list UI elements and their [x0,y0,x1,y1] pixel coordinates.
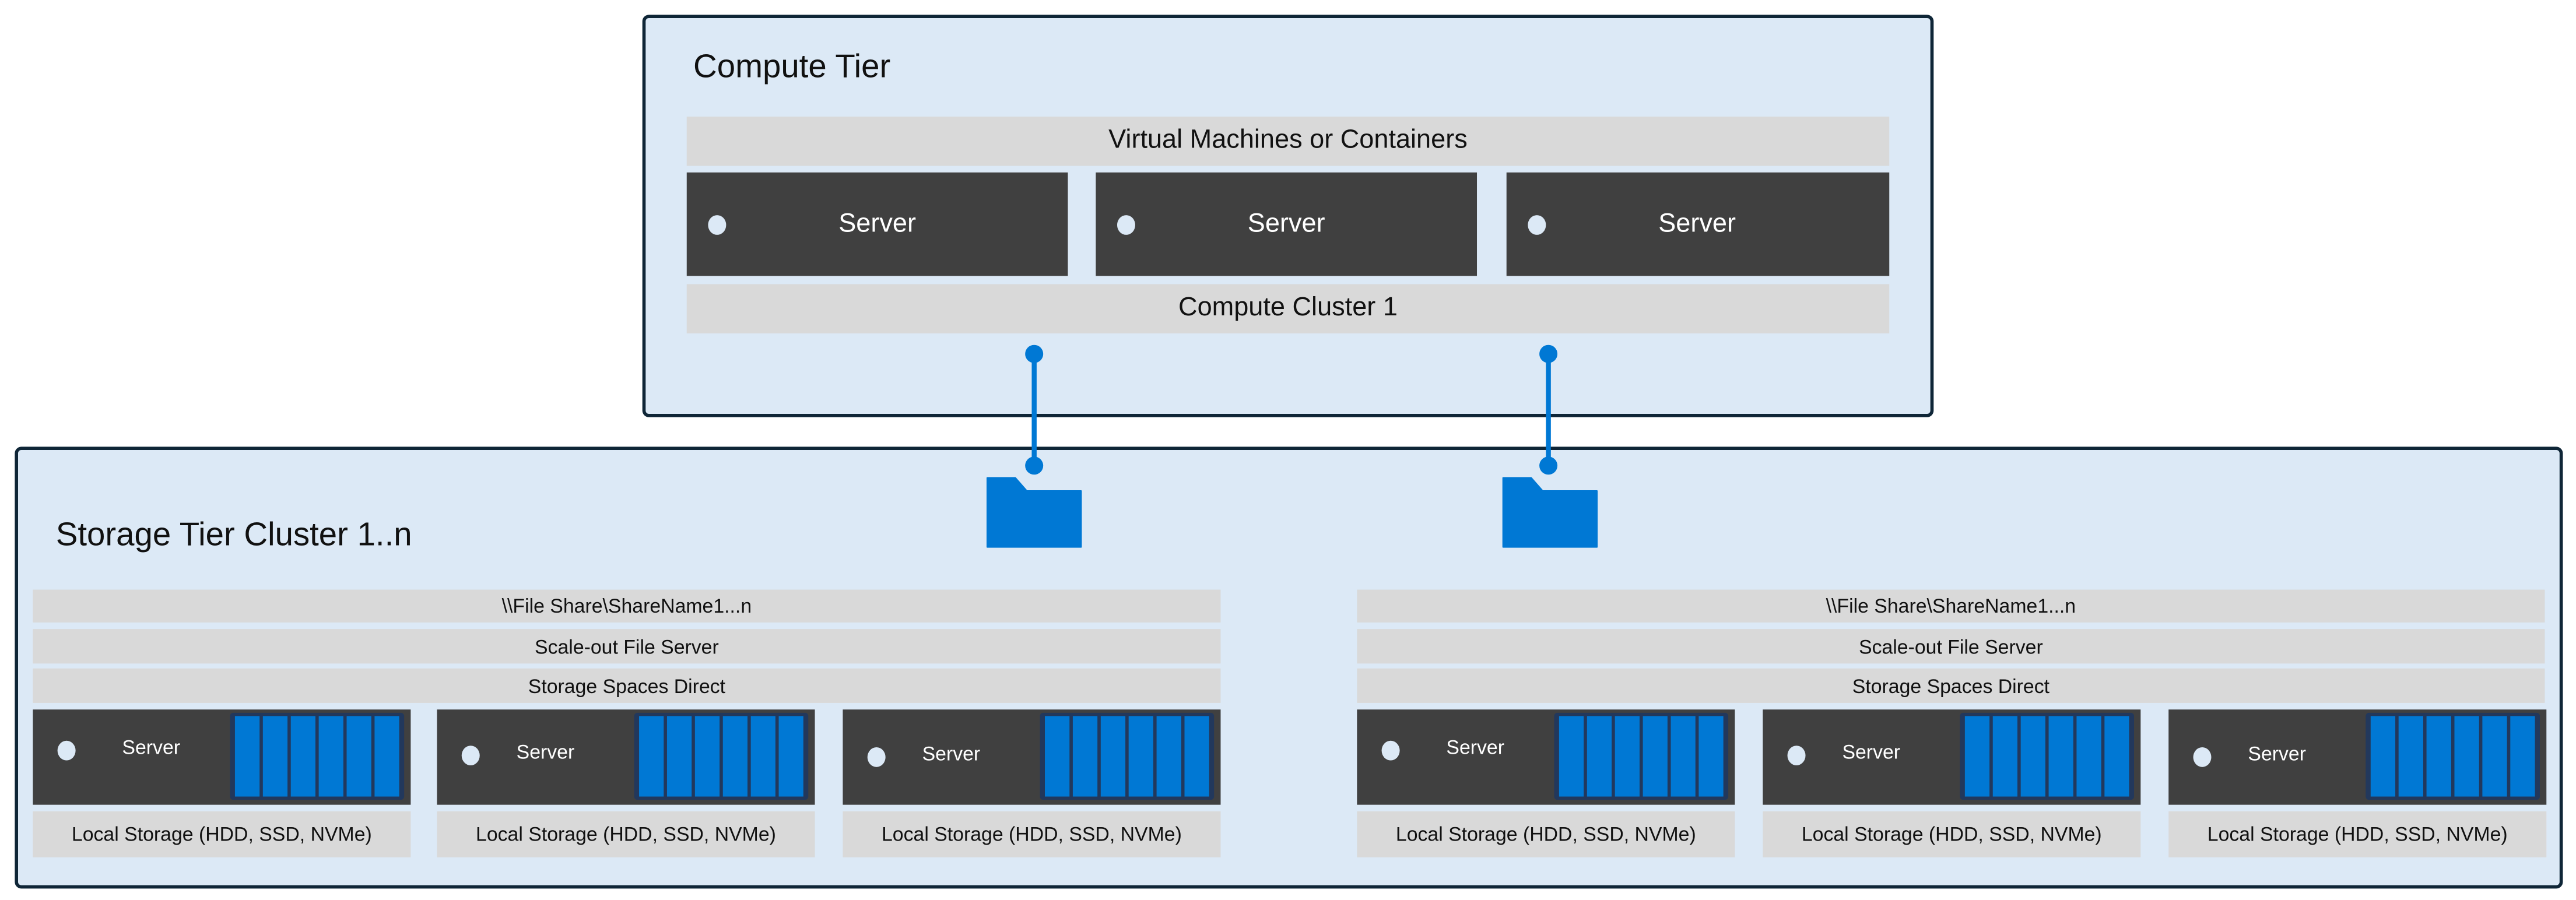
drive-bay-icon [1960,712,2135,800]
storage-server: Server [2168,709,2547,805]
server-label: Server [1658,210,1736,238]
file-share-bar: \\File Share\ShareName1...n [1357,589,2545,623]
drive-bay-icon [1554,712,1729,800]
storage-server: Server [843,709,1221,805]
drive-slot [2370,716,2396,797]
drive-slot [2104,716,2129,797]
folder-icon [986,477,1082,548]
drive-slot [1184,716,1209,797]
drive-slot [722,716,748,797]
drive-slot [2020,716,2045,797]
drive-slot [262,716,288,797]
drive-slot [2510,716,2535,797]
status-light-icon [461,746,480,766]
drive-slot [666,716,692,797]
connector-endpoint [1539,456,1558,475]
local-storage-bar: Local Storage (HDD, SSD, NVMe) [1763,811,2141,857]
local-storage-bar: Local Storage (HDD, SSD, NVMe) [1357,811,1735,857]
status-light-icon [708,215,727,235]
server-label: Server [922,742,981,766]
drive-slot [2076,716,2101,797]
storage-spaces-direct-bar: Storage Spaces Direct [1357,668,2545,703]
connector-line [1031,354,1037,470]
drive-slot [346,716,371,797]
server-label: Server [2248,742,2306,766]
drive-slot [234,716,260,797]
scale-out-file-server-bar: Scale-out File Server [1357,629,2545,664]
storage-server: Server [33,709,411,805]
server-label: Server [1446,736,1504,759]
drive-slot [1587,716,1612,797]
drive-slot [2048,716,2073,797]
drive-slot [1643,716,1668,797]
connector-endpoint [1539,344,1558,363]
drive-slot [1100,716,1126,797]
connector-endpoint [1025,344,1044,363]
drive-slot [1698,716,1724,797]
drive-slot [2454,716,2479,797]
status-light-icon [1117,215,1135,235]
connector-line [1546,354,1551,470]
drive-bay-icon [1040,712,1215,800]
connector-endpoint [1025,456,1044,475]
drive-slot [2398,716,2423,797]
local-storage-bar: Local Storage (HDD, SSD, NVMe) [437,811,815,857]
server-label: Server [516,740,575,764]
compute-server: Server [1096,172,1477,276]
compute-server: Server [686,172,1068,276]
status-light-icon [1787,746,1806,766]
drive-slot [1615,716,1640,797]
storage-tier-title: Storage Tier Cluster 1..n [55,517,412,554]
server-label: Server [838,210,916,238]
compute-cluster-bar: Compute Cluster 1 [686,284,1890,333]
drive-bay-icon [634,712,809,800]
compute-server: Server [1506,172,1890,276]
server-label: Server [1247,210,1325,238]
drive-slot [1156,716,1181,797]
storage-server: Server [1357,709,1735,805]
drive-slot [1128,716,1153,797]
drive-slot [750,716,775,797]
drive-bay-icon [2366,712,2540,800]
local-storage-bar: Local Storage (HDD, SSD, NVMe) [33,811,411,857]
status-light-icon [1381,740,1400,761]
drive-slot [1964,716,1990,797]
status-light-icon [1528,215,1546,235]
drive-slot [290,716,315,797]
vm-containers-bar: Virtual Machines or Containers [686,117,1890,166]
server-label: Server [1842,740,1901,764]
storage-server: Server [1763,709,2141,805]
drive-slot [1992,716,2018,797]
drive-slot [1670,716,1696,797]
drive-slot [318,716,343,797]
status-light-icon [2193,747,2212,767]
drive-slot [694,716,720,797]
drive-slot [778,716,803,797]
storage-server: Server [437,709,815,805]
folder-icon [1502,477,1598,548]
storage-spaces-direct-bar: Storage Spaces Direct [33,668,1221,703]
drive-slot [374,716,399,797]
drive-bay-icon [230,712,405,800]
drive-slot [1559,716,1584,797]
server-label: Server [122,736,181,759]
drive-slot [2426,716,2451,797]
drive-slot [639,716,664,797]
file-share-bar: \\File Share\ShareName1...n [33,589,1221,623]
status-light-icon [867,747,886,767]
local-storage-bar: Local Storage (HDD, SSD, NVMe) [2168,811,2547,857]
drive-slot [1072,716,1098,797]
local-storage-bar: Local Storage (HDD, SSD, NVMe) [843,811,1221,857]
scale-out-file-server-bar: Scale-out File Server [33,629,1221,664]
drive-slot [2482,716,2507,797]
compute-tier-title: Compute Tier [693,49,891,86]
drive-slot [1044,716,1070,797]
status-light-icon [57,740,76,761]
